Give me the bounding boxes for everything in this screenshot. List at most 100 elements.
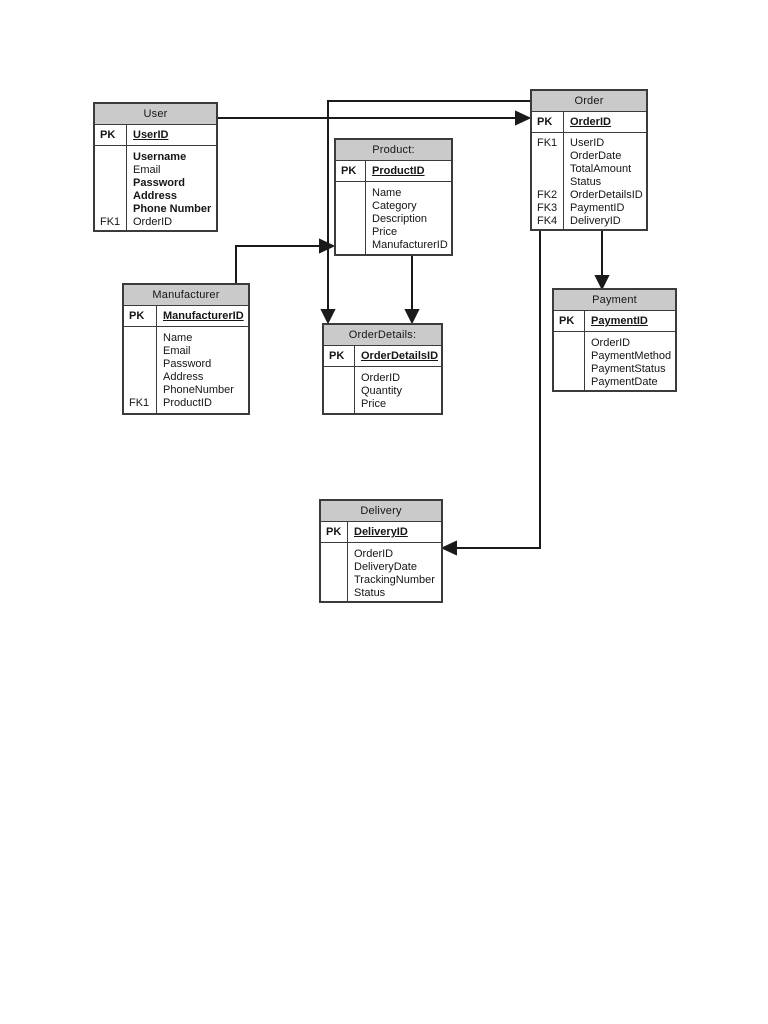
- attribute-name: TotalAmount: [570, 163, 632, 175]
- attribute-row: Status: [532, 176, 646, 189]
- attribute-row: TrackingNumber: [321, 574, 441, 587]
- attribute-name: Email: [163, 345, 191, 357]
- attribute-name: OrderID: [133, 216, 173, 228]
- attribute-name: Price: [372, 226, 398, 238]
- attribute-row: Quantity: [324, 385, 441, 398]
- attribute-name: PaymentStatus: [591, 363, 666, 375]
- attribute-name: Username: [133, 151, 187, 163]
- pk-row: PK UserID: [95, 125, 216, 146]
- entity-user-header: User: [95, 104, 216, 125]
- column-divider: [365, 161, 366, 181]
- arrowhead-icon: [319, 238, 336, 254]
- attribute-row: PhoneNumber: [124, 384, 248, 397]
- attribute-row: Price: [324, 398, 441, 411]
- attribute-name: Description: [372, 213, 428, 225]
- entity-product-header: Product:: [336, 140, 451, 161]
- arrowhead-icon: [404, 309, 420, 325]
- attribute-list: Name Category Description Price Manufact…: [336, 182, 451, 254]
- pk-row: PK ManufacturerID: [124, 306, 248, 327]
- entity-title: OrderDetails:: [348, 329, 417, 341]
- attribute-name: DeliveryDate: [354, 561, 417, 573]
- pk-label: PK: [341, 165, 357, 177]
- attribute-list: Name Email Password Address PhoneNumber …: [124, 327, 248, 413]
- fk-label: FK1: [129, 397, 150, 409]
- attribute-list: OrderID Quantity Price: [324, 367, 441, 413]
- attribute-row: PaymentDate: [554, 376, 675, 389]
- pk-label: PK: [559, 315, 575, 327]
- attribute-row: OrderDate: [532, 150, 646, 163]
- column-divider: [354, 367, 355, 413]
- attribute-list: Username Email Password Address Phone Nu…: [95, 146, 216, 230]
- pk-attribute: ProductID: [372, 165, 425, 177]
- attribute-name: TrackingNumber: [354, 574, 435, 586]
- entity-title: Payment: [592, 294, 637, 306]
- attribute-row: Phone Number: [95, 203, 216, 216]
- attribute-row: Address: [124, 371, 248, 384]
- pk-attribute: OrderID: [570, 116, 611, 128]
- column-divider: [126, 146, 127, 230]
- attribute-row: Password: [95, 177, 216, 190]
- attribute-row: PaymentMethod: [554, 350, 675, 363]
- attribute-name: PhoneNumber: [163, 384, 234, 396]
- pk-attribute: OrderDetailsID: [361, 350, 439, 362]
- attribute-row: ManufacturerID: [336, 239, 451, 252]
- arrowhead-icon: [320, 309, 336, 325]
- attribute-name: Phone Number: [133, 203, 212, 215]
- column-divider: [584, 332, 585, 390]
- pk-attribute: DeliveryID: [354, 526, 408, 538]
- attribute-name: PaymentDate: [591, 376, 658, 388]
- entity-delivery: Delivery PK DeliveryID OrderID DeliveryD…: [319, 499, 443, 603]
- arrowhead-icon: [594, 275, 610, 291]
- column-divider: [347, 522, 348, 542]
- attribute-row: Price: [336, 226, 451, 239]
- entity-title: Delivery: [360, 505, 402, 517]
- attribute-row: Username: [95, 151, 216, 164]
- fk-label: FK3: [537, 202, 558, 214]
- attribute-name: Email: [133, 164, 161, 176]
- attribute-name: Password: [133, 177, 185, 189]
- pk-row: PK OrderDetailsID: [324, 346, 441, 367]
- attribute-row: PaymentStatus: [554, 363, 675, 376]
- pk-row: PK OrderID: [532, 112, 646, 133]
- pk-row: PK DeliveryID: [321, 522, 441, 543]
- attribute-row: TotalAmount: [532, 163, 646, 176]
- connector-product-orderdetails: [404, 256, 420, 325]
- entity-orderdetails: OrderDetails: PK OrderDetailsID OrderID …: [322, 323, 443, 415]
- pk-row: PK ProductID: [336, 161, 451, 182]
- attribute-row: OrderID: [554, 337, 675, 350]
- attribute-name: Status: [354, 587, 386, 599]
- column-divider: [563, 133, 564, 229]
- entity-manufacturer: Manufacturer PK ManufacturerID Name Emai…: [122, 283, 250, 415]
- pk-label: PK: [537, 116, 553, 128]
- fk-label: FK1: [100, 216, 121, 228]
- pk-label: PK: [329, 350, 345, 362]
- pk-label: PK: [326, 526, 342, 538]
- connector-order-payment: [594, 230, 610, 291]
- connector-user-order: [218, 110, 532, 126]
- attribute-name: OrderDate: [570, 150, 622, 162]
- attribute-name: Address: [163, 371, 204, 383]
- column-divider: [156, 327, 157, 413]
- fk-label: FK1: [537, 137, 558, 149]
- attribute-row: Email: [124, 345, 248, 358]
- entity-orderdetails-header: OrderDetails:: [324, 325, 441, 346]
- entity-title: User: [143, 108, 168, 120]
- attribute-name: OrderID: [361, 372, 401, 384]
- entity-delivery-header: Delivery: [321, 501, 441, 522]
- entity-manufacturer-header: Manufacturer: [124, 285, 248, 306]
- attribute-name: Password: [163, 358, 212, 370]
- column-divider: [365, 182, 366, 254]
- attribute-name: PaymentMethod: [591, 350, 672, 362]
- entity-product: Product: PK ProductID Name Category Desc…: [334, 138, 453, 256]
- pk-label: PK: [100, 129, 116, 141]
- attribute-list: OrderID PaymentMethod PaymentStatus Paym…: [554, 332, 675, 390]
- pk-label: PK: [129, 310, 145, 322]
- attribute-row: OrderID: [321, 548, 441, 561]
- column-divider: [584, 311, 585, 331]
- attribute-list: OrderID DeliveryDate TrackingNumber Stat…: [321, 543, 441, 601]
- arrowhead-icon: [440, 540, 457, 556]
